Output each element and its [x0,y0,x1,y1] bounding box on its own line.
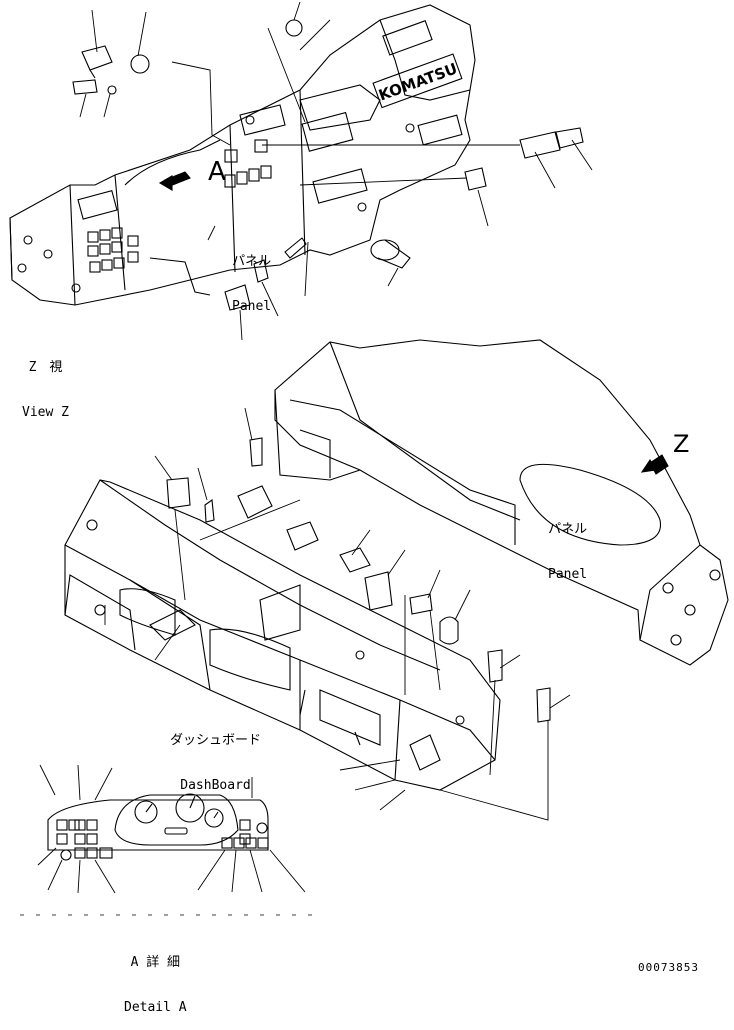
relay-part [224,284,251,311]
lamp-socket-part [370,239,411,269]
middle-loose-parts [166,437,551,723]
view-z-en-label: View Z [22,405,69,420]
lower-panel-body: Z [274,339,729,666]
switch-pair-part [519,127,584,159]
upper-panel-assembly: KOMATSU A [9,1,593,341]
panel-upper-jp-label: パネル [232,254,272,269]
marker-a: A [208,157,226,187]
switch-block-center [224,139,272,188]
dashboard-frame [64,479,501,791]
detail-a-en-label: Detail A [124,1000,187,1015]
detail-a-view [47,793,269,861]
panel-lower-jp-label: パネル [548,522,588,537]
switch-part [464,167,487,191]
marker-z: Z [673,430,689,458]
drawing-number: 00073853 [638,961,699,974]
screw-part [253,237,307,283]
view-z-jp-label: Z 視 [28,360,63,375]
dashboard-en-label: DashBoard [180,778,251,793]
connector-part [72,45,150,95]
switch-block-left [87,227,139,273]
dashboard-parts-diagram: KOMATSU A [9,1,729,916]
detail-a-jp-label: A 詳 細 [130,955,181,970]
dashboard-jp-label: ダッシュボード [170,733,262,748]
grommet-part [285,19,303,37]
panel-lower-en-label: Panel [548,567,588,582]
panel-upper-en-label: Panel [232,299,272,314]
